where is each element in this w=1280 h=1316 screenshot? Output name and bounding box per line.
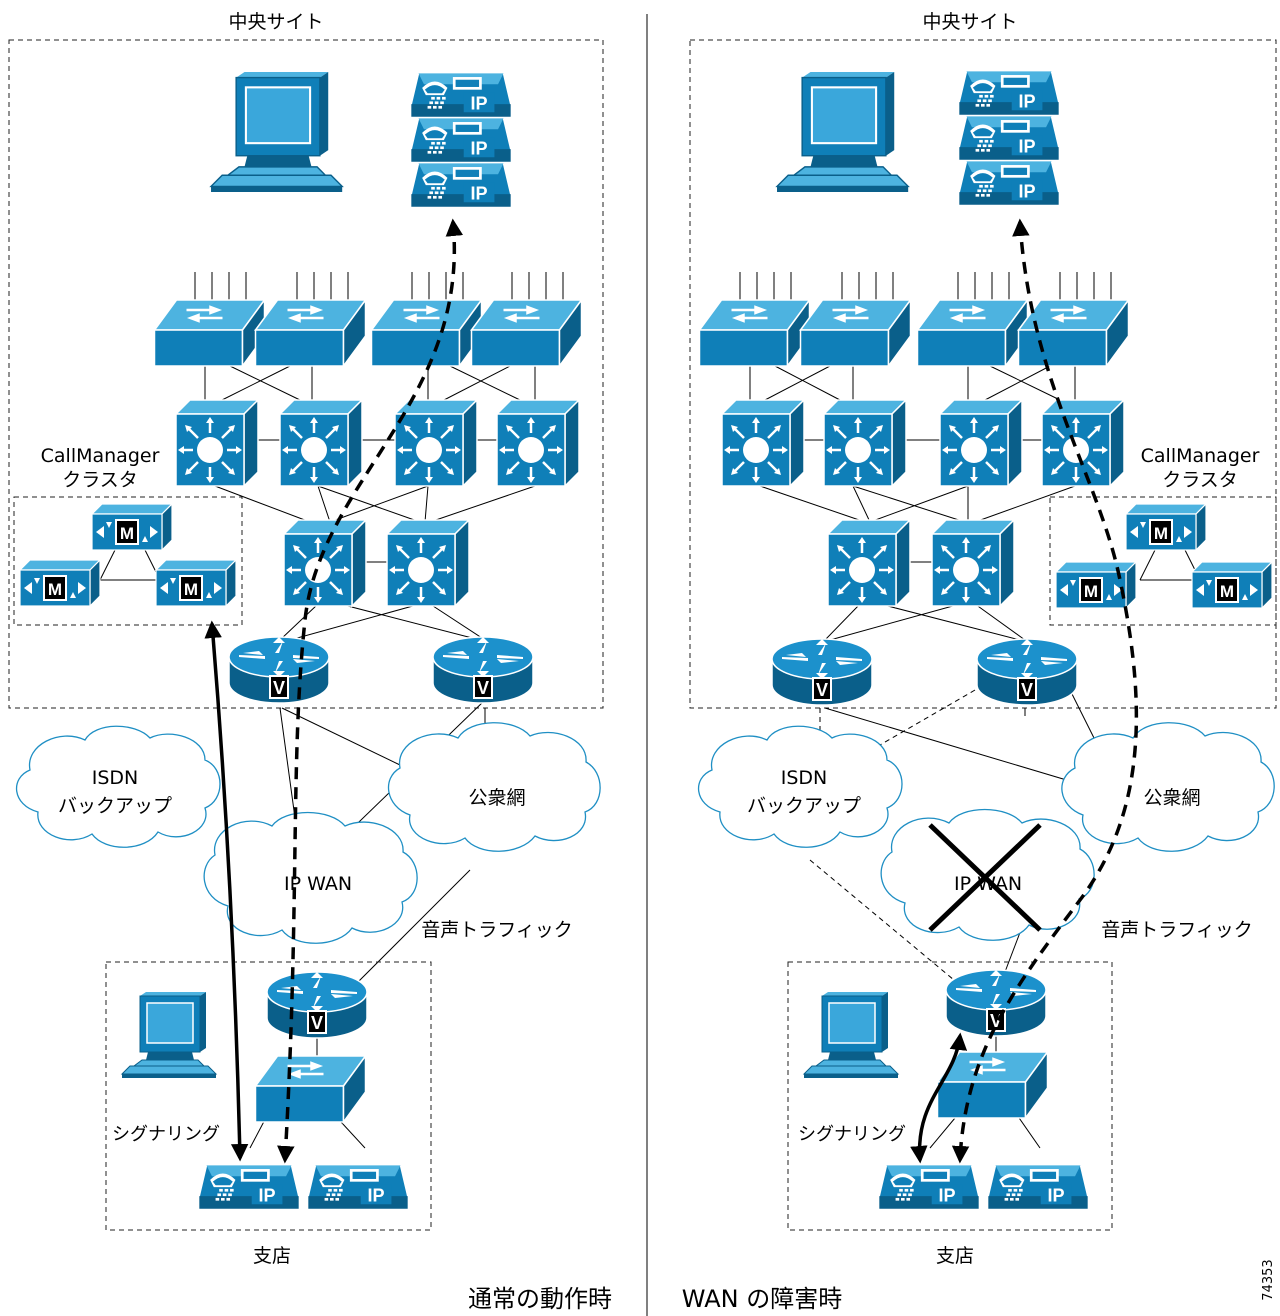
central-site-title: 中央サイト (228, 11, 323, 33)
voice-router-icon (945, 969, 1047, 1037)
central-site-boundary (689, 39, 1277, 709)
voice-path (277, 218, 464, 1164)
multilayer-switch-icon (278, 398, 364, 488)
workstation-icon (775, 70, 910, 194)
access-switch-icon (1017, 298, 1130, 368)
switch-port-lines (739, 272, 1112, 302)
access-switch-icon (153, 298, 266, 368)
multilayer-switch-icon (495, 398, 581, 488)
callmanager-icon (1055, 561, 1137, 609)
callmanager-cluster-boundary (13, 496, 243, 626)
ip-phone-icon (410, 72, 512, 118)
branch-label: 支店 (253, 1245, 291, 1267)
signaling-label: シグナリング (112, 1124, 220, 1145)
access-switch-icon (254, 1054, 367, 1124)
branch-label: 支店 (936, 1245, 974, 1267)
ip-phone-icon (958, 115, 1060, 161)
ip-phone-icon (878, 1164, 980, 1210)
multilayer-switch-icon (930, 518, 1016, 608)
ip-phone-icon (987, 1164, 1089, 1210)
multilayer-switch-icon (938, 398, 1024, 488)
cluster-label-line2: クラスタ (62, 469, 138, 491)
voice-router-icon (228, 636, 330, 704)
ip-phone-icon (198, 1164, 300, 1210)
isdn-label-line2: バックアップ (58, 795, 172, 817)
signaling-path (204, 620, 249, 1162)
voice-router-icon (432, 636, 534, 704)
workstation-icon (803, 991, 899, 1079)
isdn-label-line1: ISDN (781, 767, 828, 789)
ip-phone-icon (958, 160, 1060, 206)
cluster-label-line1: CallManager (41, 445, 160, 467)
caption-normal: 通常の動作時 (468, 1285, 612, 1313)
multilayer-switch-icon (720, 398, 806, 488)
callmanager-icon (91, 503, 173, 551)
multilayer-switch-icon (174, 398, 260, 488)
access-switch-icon (370, 298, 483, 368)
cluster-label-line2: クラスタ (1162, 469, 1238, 491)
isdn-label-line1: ISDN (92, 767, 139, 789)
branch-boundary (787, 961, 1113, 1231)
voice-path (951, 218, 1139, 1164)
callmanager-cluster-boundary (1049, 496, 1277, 626)
multilayer-switch-icon (1040, 398, 1126, 488)
panel-normal: 中央サイト (8, 11, 612, 1313)
caption-wan-failure: WAN の障害時 (682, 1285, 842, 1313)
isdn-label-line2: バックアップ (747, 795, 861, 817)
cluster-label-line1: CallManager (1141, 445, 1260, 467)
access-switch-icon (698, 298, 811, 368)
voice-router-icon (976, 638, 1078, 706)
multilayer-switch-icon (393, 398, 479, 488)
voice-traffic-label: 音声トラフィック (421, 919, 573, 941)
pstn-cloud (1061, 722, 1275, 852)
switch-port-lines (194, 272, 564, 302)
multilayer-switch-icon (826, 518, 912, 608)
workstation-icon (209, 70, 344, 194)
voice-router-icon (771, 638, 873, 706)
access-switch-icon (799, 298, 912, 368)
voice-router-icon (266, 971, 368, 1039)
multilayer-switch-icon (385, 518, 471, 608)
central-site-title: 中央サイト (922, 11, 1017, 33)
access-switch-icon (916, 298, 1029, 368)
access-switch-icon (470, 298, 583, 368)
ip-phone-icon (410, 117, 512, 163)
callmanager-icon (19, 559, 101, 607)
callmanager-icon (1191, 561, 1273, 609)
pstn-label: 公衆網 (1143, 787, 1200, 809)
isdn-cloud (697, 725, 903, 848)
access-switch-icon (254, 298, 367, 368)
ip-phone-icon (410, 162, 512, 208)
callmanager-icon (155, 559, 237, 607)
panel-wan-failure: 中央サイト (682, 11, 1277, 1313)
workstation-icon (121, 991, 217, 1079)
voice-traffic-label: 音声トラフィック (1101, 919, 1253, 941)
ip-phone-icon (958, 70, 1060, 116)
multilayer-switch-icon (282, 518, 368, 608)
callmanager-icon (1125, 503, 1207, 551)
ip-phone-icon (307, 1164, 409, 1210)
figure-id: 74353 (1261, 1259, 1276, 1300)
pstn-label: 公衆網 (468, 787, 525, 809)
multilayer-switch-icon (822, 398, 908, 488)
signaling-label: シグナリング (798, 1124, 906, 1145)
